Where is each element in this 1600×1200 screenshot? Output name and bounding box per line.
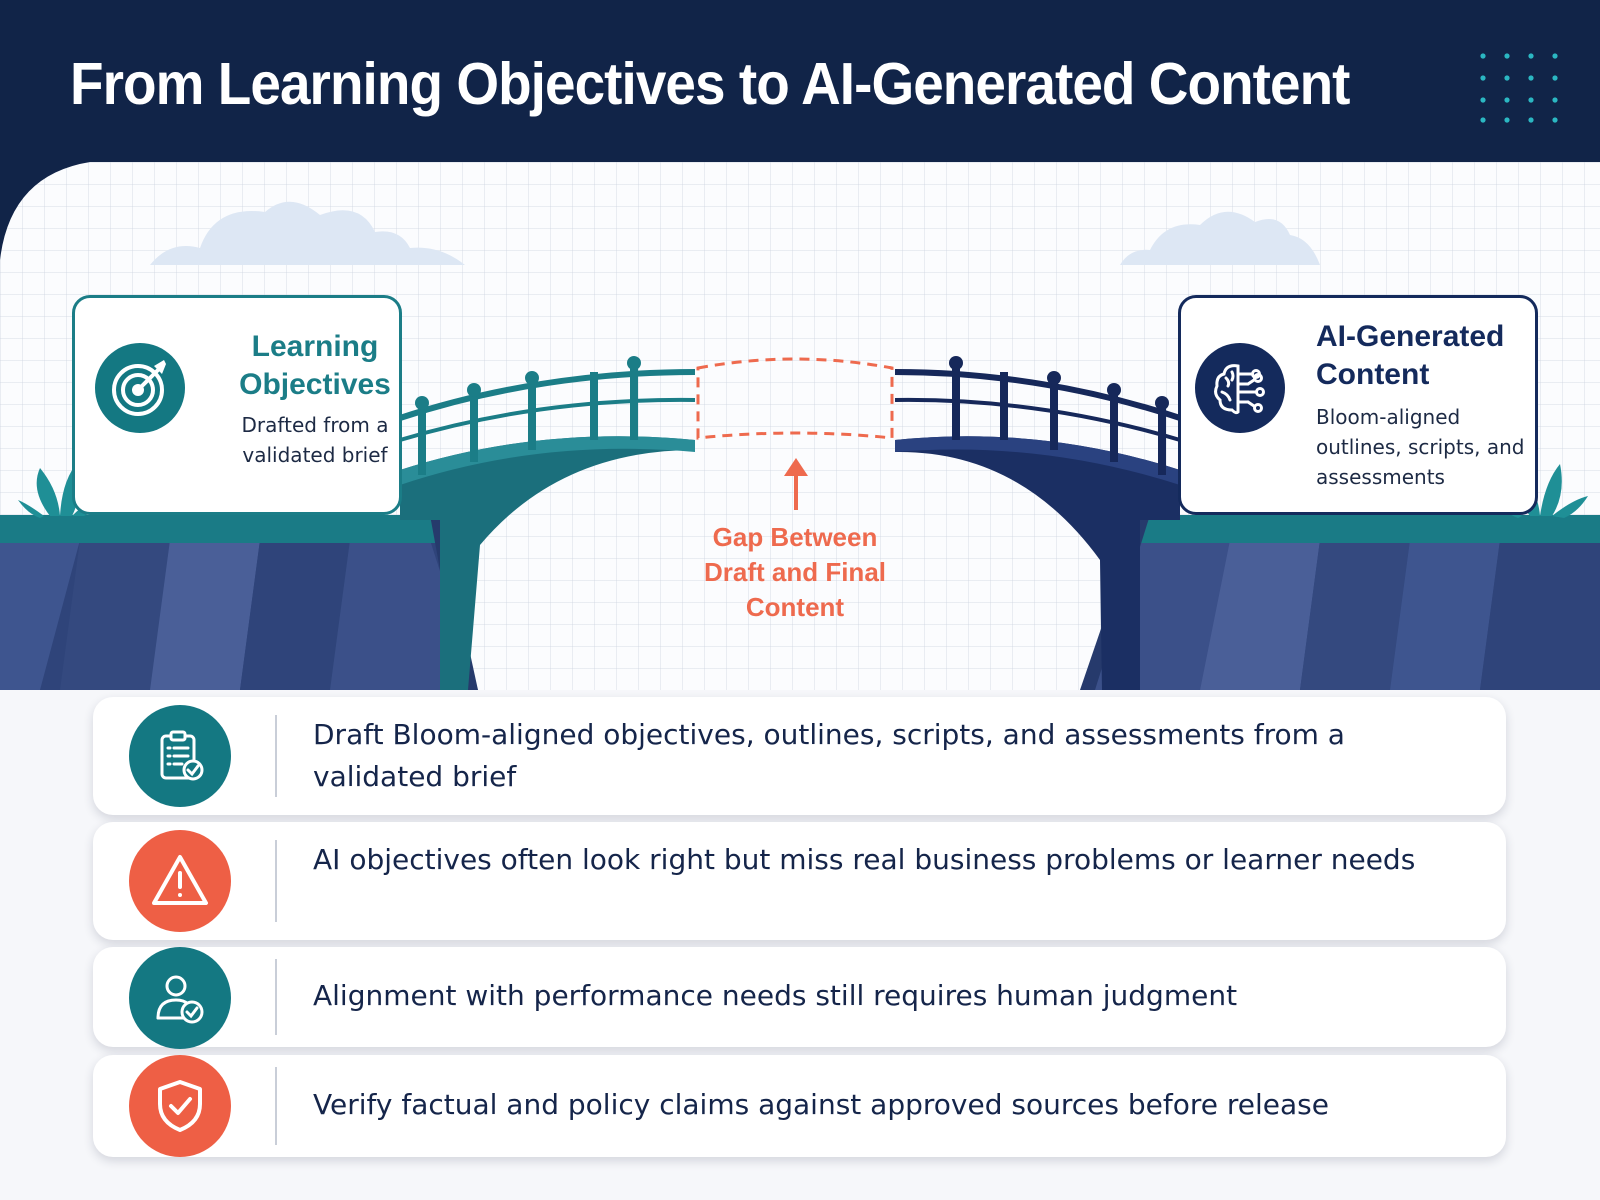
learning-objectives-card: Learning Objectives Drafted from a valid… (72, 295, 402, 515)
clipboard-check-icon (129, 705, 231, 807)
cloud-left (150, 201, 465, 265)
row-divider (275, 1067, 277, 1145)
row-divider (275, 715, 277, 797)
brain-circuit-icon (1195, 343, 1285, 433)
dot-grid-decoration (1480, 53, 1558, 123)
point-row: AI objectives often look right but miss … (93, 822, 1506, 940)
card-title: Learning Objectives (239, 330, 391, 401)
target-icon (95, 343, 185, 433)
point-row: Verify factual and policy claims against… (93, 1055, 1506, 1157)
page-title: From Learning Objectives to AI-Generated… (70, 51, 1350, 117)
bridge-left-half (399, 356, 696, 690)
row-divider (275, 840, 277, 922)
ai-generated-content-card: AI-Generated Content Bloom-aligned outli… (1178, 295, 1538, 515)
left-cliff (0, 515, 478, 690)
card-description: Drafted from a validated brief (241, 413, 389, 467)
point-text: Alignment with performance needs still r… (313, 979, 1238, 1012)
shield-check-icon (129, 1055, 231, 1157)
card-description: Bloom-aligned outlines, scripts, and ass… (1316, 405, 1525, 489)
header-banner: From Learning Objectives to AI-Generated… (0, 0, 1600, 162)
card-title: AI-Generated Content (1316, 320, 1505, 391)
point-text: AI objectives often look right but miss … (313, 843, 1416, 876)
missing-bridge-outline (696, 357, 894, 440)
point-row: Draft Bloom-aligned objectives, outlines… (93, 697, 1506, 815)
row-divider (275, 959, 277, 1035)
right-cliff (1080, 515, 1600, 690)
cloud-right (1120, 211, 1320, 265)
point-text: Verify factual and policy claims against… (313, 1088, 1329, 1121)
gap-arrow-icon (784, 458, 808, 510)
point-row: Alignment with performance needs still r… (93, 947, 1506, 1049)
bridge-right-half (894, 356, 1181, 690)
gap-label: Gap Between Draft and Final Content (703, 522, 886, 622)
user-check-icon (129, 947, 231, 1049)
point-text: Draft Bloom-aligned objectives, outlines… (313, 718, 1345, 793)
warning-icon (129, 830, 231, 932)
